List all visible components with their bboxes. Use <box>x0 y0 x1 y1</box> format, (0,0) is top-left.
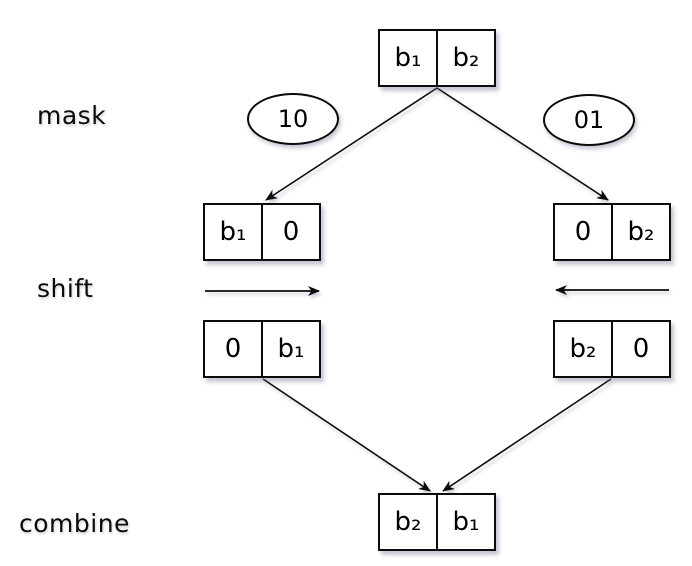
shift-label: shift <box>37 274 94 303</box>
register-combined: b₂ b₁ <box>378 493 496 551</box>
register-shifted-left-cell-1: b₁ <box>262 320 321 378</box>
register-masked-right-cell-1: b₂ <box>612 203 671 261</box>
mask-label: mask <box>37 101 107 130</box>
mask-value-left-ellipse: 10 <box>247 93 339 145</box>
register-shifted-right: b₂ 0 <box>553 320 671 378</box>
arrow-shifted-right-to-combined <box>442 378 612 492</box>
register-input: b₁ b₂ <box>378 29 496 87</box>
mask-value-right: 01 <box>573 106 605 134</box>
register-masked-right-cell-0: 0 <box>553 203 612 261</box>
register-shifted-right-cell-0: b₂ <box>553 320 612 378</box>
arrow-shifted-left-to-combined <box>262 378 431 492</box>
mask-value-right-ellipse: 01 <box>543 94 635 146</box>
register-masked-left-cell-0: b₁ <box>203 203 262 261</box>
register-shifted-left-cell-0: 0 <box>203 320 262 378</box>
combine-label: combine <box>19 509 130 538</box>
register-combined-cell-0: b₂ <box>378 493 437 551</box>
register-masked-left-cell-1: 0 <box>262 203 321 261</box>
register-input-cell-0: b₁ <box>378 29 437 87</box>
register-shifted-left: 0 b₁ <box>203 320 321 378</box>
register-combined-cell-1: b₁ <box>437 493 496 551</box>
register-input-cell-1: b₂ <box>437 29 496 87</box>
register-shifted-right-cell-1: 0 <box>612 320 671 378</box>
register-masked-left: b₁ 0 <box>203 203 321 261</box>
register-masked-right: 0 b₂ <box>553 203 671 261</box>
mask-value-left: 10 <box>277 105 309 133</box>
